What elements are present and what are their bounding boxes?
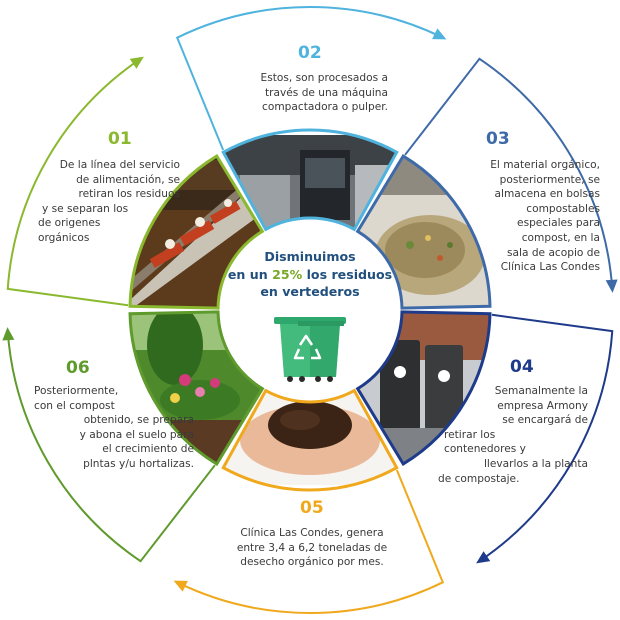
ring-borders: [128, 128, 492, 492]
photo-border-06: [128, 310, 265, 467]
cycle-arrow-04: [478, 313, 614, 563]
center-message: Disminuimos en un 25% los residuos en ve…: [215, 248, 405, 301]
arrowhead-05: [173, 580, 188, 592]
recycling-bin-icon: [274, 317, 346, 382]
photo-border-04: [355, 310, 492, 467]
cycle-arrow-05: [176, 469, 445, 614]
center-line-2: en un 25% los residuos: [227, 266, 393, 282]
cycle-arrows: [2, 6, 618, 614]
arrowhead-06: [2, 327, 15, 341]
step-04-number: 04: [510, 357, 534, 377]
photo-border-01: [128, 153, 265, 310]
step-03-number: 03: [486, 129, 510, 149]
photo-border-03: [355, 153, 492, 310]
cycle-arrow-01: [6, 57, 142, 307]
step-01-number: 01: [108, 129, 132, 149]
photo-border-02: [221, 128, 399, 232]
arrowhead-04: [476, 551, 491, 564]
photo-border-05: [221, 388, 399, 492]
center-line-1: Disminuimos: [264, 249, 356, 264]
cycle-arrow-06: [6, 331, 216, 563]
highlight-percentage: 25%: [272, 266, 303, 282]
cycle-arrow-02: [175, 6, 444, 151]
cycle-arrow-03: [404, 57, 614, 289]
arrowhead-02: [432, 28, 447, 40]
arrowhead-03: [605, 279, 618, 293]
step-06-number: 06: [66, 358, 90, 378]
center-line-3: en vertederos: [260, 284, 360, 299]
arrowhead-01: [129, 56, 144, 69]
step-02-number: 02: [298, 43, 322, 63]
step-05-number: 05: [300, 498, 324, 518]
